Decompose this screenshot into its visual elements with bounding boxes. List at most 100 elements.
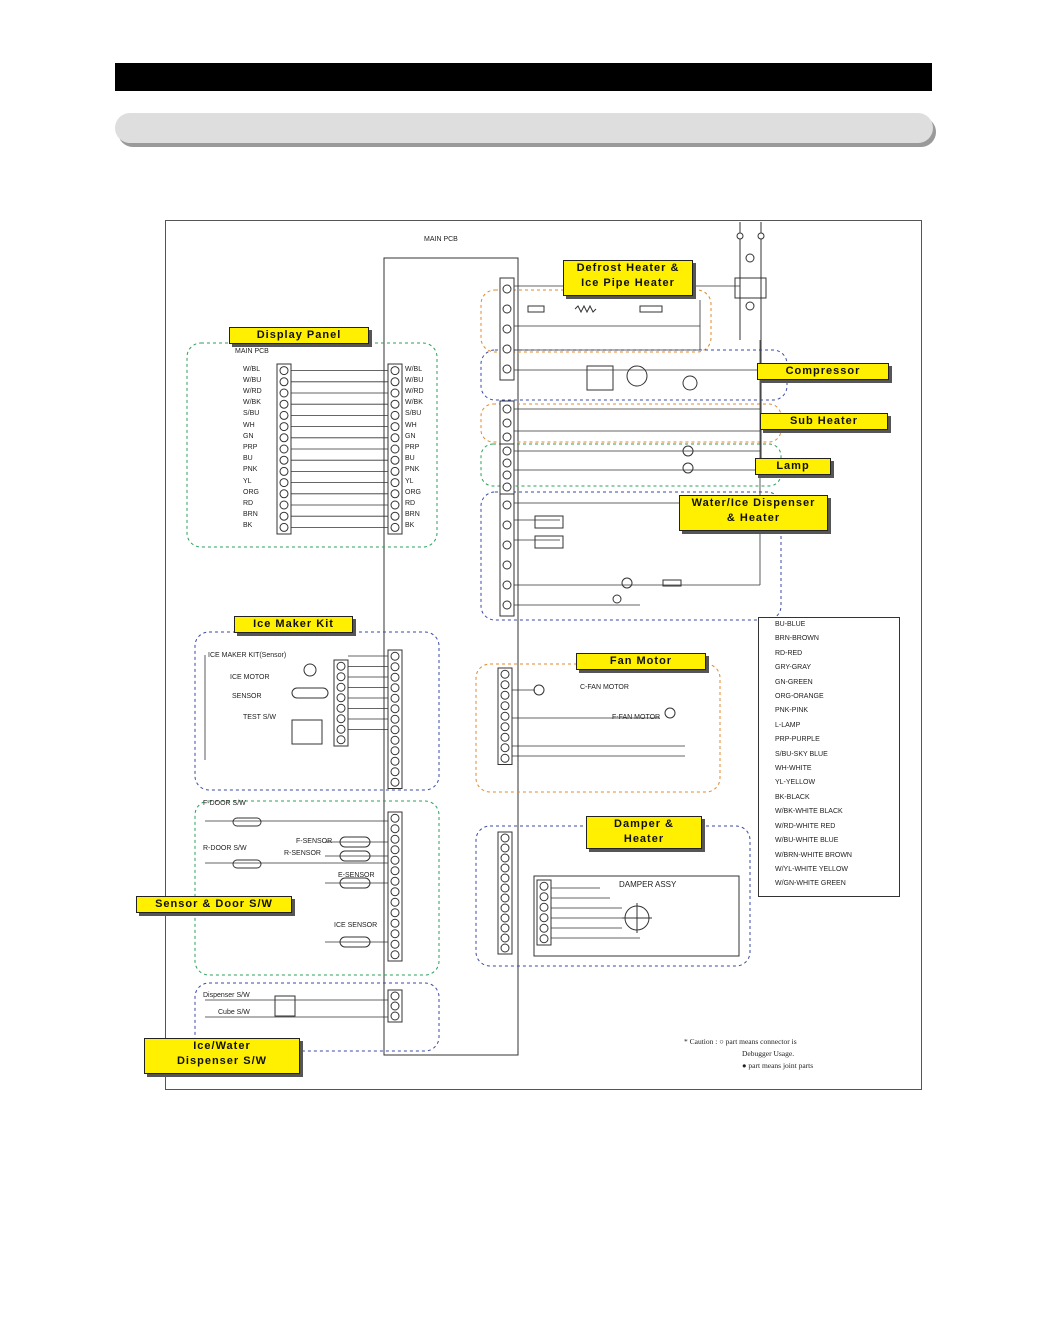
connector-pin [539,881,549,891]
connector-pin [390,855,400,865]
display-pcb-title: MAIN PCB [235,348,269,355]
connector-pin [502,482,512,492]
wire-color-label: W/BL [405,365,423,373]
wire-color-label: BU [243,455,253,463]
connector-pin [502,418,512,428]
caution-note: * Caution : ○ part means connector is De… [684,1036,813,1072]
connector-pin [390,1011,400,1021]
connector-pin [500,722,510,732]
connector-pin [390,489,400,499]
connector-pin [390,433,400,443]
subheater-group [480,403,782,443]
wire-color-label: PRP [243,444,258,451]
legend-item: PRP-PURPLE [775,736,820,744]
icemaker-title-text: ICE MAKER KIT(Sensor) [208,652,287,659]
wire-color-label: GN [243,432,254,440]
connector-pin [390,511,400,521]
connector-pin [500,943,510,953]
wire-color-label: W/BU [243,376,262,384]
r-door-switch-text: R-DOOR S/W [203,845,247,852]
connector-pin [500,743,510,753]
legend-item: W/BU-WHITE BLUE [775,837,839,845]
connector-pin [390,422,400,432]
wire-color-label: BK [405,522,415,530]
connector-pin [502,458,512,468]
connector-pin [502,560,512,570]
connector-pin [390,522,400,532]
wire-color-label: ORG [243,488,259,496]
connector-pin [390,746,400,756]
f-sensor-text: F-SENSOR [296,838,333,845]
connector-pin [390,1001,400,1011]
connector-pin [390,735,400,745]
wire-color-label: WH [243,421,255,429]
connector-pin [336,672,346,682]
legend-item: GRY-GRAY [775,664,812,672]
connector-pin [279,388,289,398]
connector-pin [502,284,512,294]
connector-pin [502,520,512,530]
connector-pin [279,366,289,376]
connector-pin [390,714,400,724]
wire-color-label: W/RD [243,388,262,395]
connector-pin [336,714,346,724]
connector-strip [387,811,403,962]
connector-pin [390,876,400,886]
wire-color-label: YL [243,477,252,485]
wire-color-label: RD [243,500,254,507]
sensor-group [194,800,440,976]
connector-pin [500,883,510,893]
connector-pin [539,892,549,902]
ice-maker-label: Ice Maker Kit [234,616,353,633]
legend-item: YL-YELLOW [775,779,816,787]
connector-pin [390,866,400,876]
connector-pin [390,918,400,928]
test-switch-text: TEST S/W [243,714,276,721]
connector-pin [390,929,400,939]
connector-pin [500,690,510,700]
connector-pin [500,680,510,690]
connector-pin [500,933,510,943]
connector-pin [279,466,289,476]
legend-item: W/RD-WHITE RED [775,822,836,830]
connector-pin [336,682,346,692]
connector-pin [502,324,512,334]
connector-pin [390,887,400,897]
legend-item: ORG-ORANGE [775,693,824,701]
connector-pin [390,991,400,1001]
e-sensor-text: E-SENSOR [338,872,375,879]
connector-pin [390,704,400,714]
connector-pin [500,669,510,679]
main-pcb-title: MAIN PCB [424,236,458,243]
caution-line-1: * Caution : ○ part means connector is [684,1037,797,1046]
connector-pin [500,732,510,742]
wire-color-label: WH [405,421,417,429]
caution-line-3: ● part means joint parts [742,1061,814,1070]
connector-pin [390,500,400,510]
icemaker-sensor-text: SENSOR [232,693,262,700]
legend-item: W/YL-WHITE YELLOW [775,865,848,873]
legend-item: RD-RED [775,649,803,657]
connector-pin [390,478,400,488]
component-symbols [232,304,740,1017]
connector-pin [502,344,512,354]
connector-pin [539,923,549,933]
compressor-label: Compressor [757,363,889,380]
connector-pin [390,410,400,420]
wire-color-label: BU [405,455,415,463]
wire-color-label: W/BU [405,376,424,384]
connector-pin [539,902,549,912]
legend-item: BU-BLUE [775,621,806,628]
connector-pin [500,903,510,913]
wire-color-label: YL [405,477,414,485]
connector-pin [502,600,512,610]
connector-pin [390,683,400,693]
connector-pin [500,913,510,923]
connector-strip [499,493,515,617]
lamp-label: Lamp [755,458,831,475]
connector-pin [500,711,510,721]
connector-pin [390,897,400,907]
connector-pin [390,693,400,703]
